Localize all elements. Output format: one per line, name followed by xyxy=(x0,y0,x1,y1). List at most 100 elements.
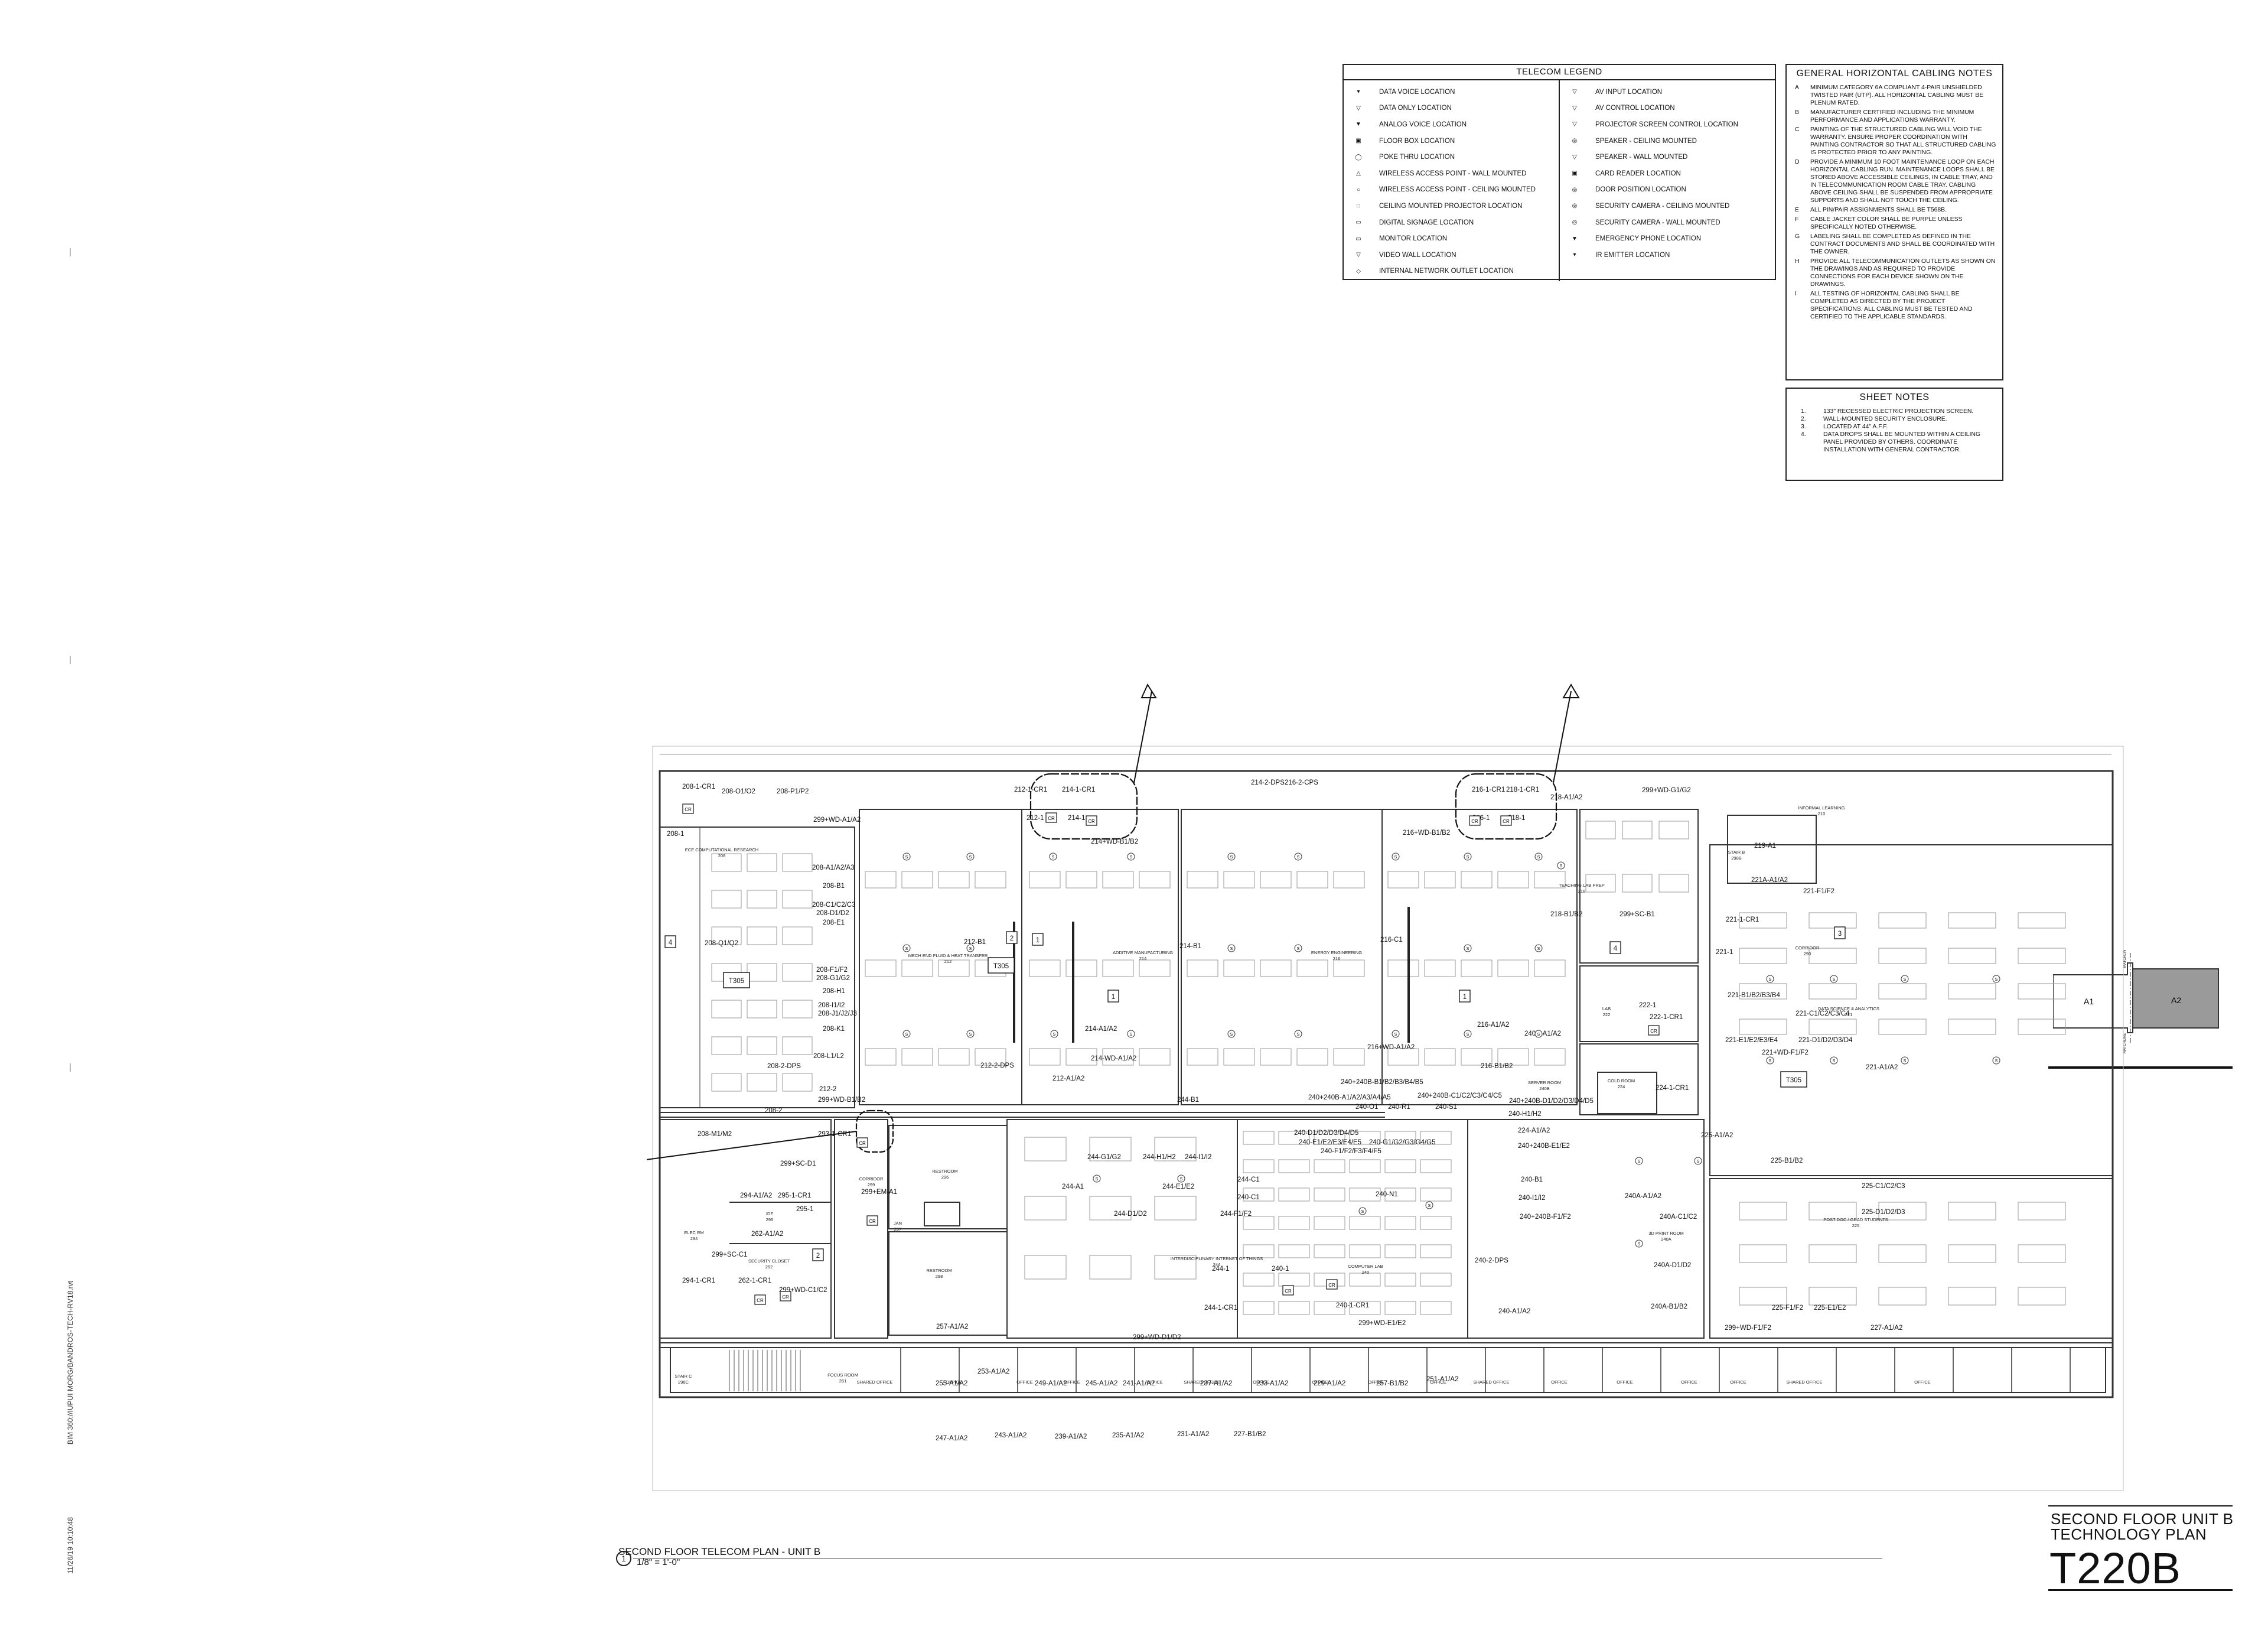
room-name: CORRIDOR xyxy=(859,1176,884,1182)
speaker-symbol-letter: S xyxy=(1697,1160,1700,1164)
title-block-rule xyxy=(2048,1505,2233,1506)
furniture xyxy=(711,821,2066,1315)
speaker-ceiling-icon xyxy=(1464,944,1472,952)
sheet-number: T220B xyxy=(2049,1544,2182,1593)
outlet-tag: 212-A1/A2 xyxy=(1052,1075,1084,1082)
plan-walls xyxy=(652,746,2124,1491)
room-name: COLD ROOM xyxy=(1608,1078,1635,1083)
note-key: E xyxy=(1795,207,1799,213)
sheet-note-marker xyxy=(1834,926,1846,939)
outlet-tag: 216-2-CPS xyxy=(1285,779,1318,786)
speaker-symbol-letter: S xyxy=(1467,1033,1469,1037)
outlet-tag: 240A-B1/B2 xyxy=(1651,1303,1687,1310)
legend-label: SPEAKER - WALL MOUNTED xyxy=(1595,154,1688,161)
speaker-ceiling-icon xyxy=(1294,944,1302,952)
room-name: IDF xyxy=(766,1211,774,1216)
note-text: CABLE JACKET COLOR SHALL BE PURPLE UNLES… xyxy=(1810,216,1963,230)
outlet-tag: 212-1-CR1 xyxy=(1014,786,1047,793)
floor-box-icon: ▣ xyxy=(1355,138,1361,145)
speaker-ceiling-icon xyxy=(966,852,975,861)
note-text: LOCATED AT 44" A.F.F. xyxy=(1823,424,1888,430)
outlet-tag: 219-A1 xyxy=(1754,842,1776,850)
room-number: 208 xyxy=(718,853,726,858)
outlet-tag: 214-WD-A1/A2 xyxy=(1091,1055,1136,1062)
outlet-tag: 240-G1/G2/G3/G4/G5 xyxy=(1369,1139,1436,1146)
outlet-tag: 240-O1 xyxy=(1355,1104,1378,1111)
room-number: 261 xyxy=(839,1378,847,1384)
security-camera-wall-icon: ◎ xyxy=(1572,219,1578,226)
outlet-tag: 257-A1/A2 xyxy=(936,1323,968,1330)
room-number: 297 xyxy=(894,1226,902,1232)
outlet-tag: 240+240B-A1/A2/A3/A4/A5 xyxy=(1308,1094,1391,1101)
outlet-tag: 218-B1/B2 xyxy=(1550,911,1582,918)
room-name: SERVER ROOM xyxy=(1528,1080,1561,1085)
speaker-ceiling-icon xyxy=(1635,1157,1643,1165)
outlet-tag: 240-D1/D2/D3/D4/D5 xyxy=(1294,1130,1358,1137)
outlet-tag: 221-1-CR1 xyxy=(1726,916,1759,923)
sheet-note-marker xyxy=(1609,941,1621,954)
legend-label: CARD READER LOCATION xyxy=(1595,170,1681,177)
outlet-tag: 294-1-CR1 xyxy=(682,1277,715,1284)
outlet-tag: 208-2 xyxy=(765,1107,782,1114)
outlet-tag: 216+WD-B1/B2 xyxy=(1403,829,1450,837)
outlet-tag: 240+240B-B1/B2/B3/B4/B5 xyxy=(1341,1079,1423,1086)
sheet-note-number: 1 xyxy=(1463,994,1467,1001)
speaker-ceiling-icon xyxy=(1294,852,1302,861)
sheet-note-marker xyxy=(1032,933,1044,946)
speaker-symbol-letter: S xyxy=(1394,1033,1397,1037)
wap-wall-icon: △ xyxy=(1356,170,1361,177)
outlet-tag: 214-1-CR1 xyxy=(1062,786,1095,793)
legend-label: SECURITY CAMERA - WALL MOUNTED xyxy=(1595,219,1720,226)
room-name: TEACHING LAB PREP xyxy=(1559,883,1605,888)
room-number: 298C xyxy=(678,1379,689,1385)
outlet-tag: 240-H1/H2 xyxy=(1508,1111,1542,1118)
outlet-tag: 208-M1/M2 xyxy=(698,1131,732,1138)
outlet-tag: 225-F1/F2 xyxy=(1772,1304,1803,1312)
room-name: COMPUTER LAB xyxy=(1348,1264,1383,1269)
sheet-note-number: 4 xyxy=(669,939,673,946)
speaker-ceiling-icon xyxy=(902,1030,911,1038)
speaker-symbol-letter: S xyxy=(905,947,908,951)
outlet-tag: 208-K1 xyxy=(823,1026,845,1033)
outlet-tag: 221A-A1/A2 xyxy=(1751,877,1788,884)
outlet-tag: 216+WD-A1/A2 xyxy=(1367,1044,1415,1051)
outlet-tag: 233-A1/A2 xyxy=(1256,1380,1288,1387)
room-number: 216 xyxy=(1333,956,1341,961)
legend-row: ◎ SECURITY CAMERA - WALL MOUNTED xyxy=(1567,214,1770,231)
note-item: 1.133" RECESSED ELECTRIC PROJECTION SCRE… xyxy=(1801,408,1996,415)
drawing-title: SECOND FLOOR TELECOM PLAN - UNIT B xyxy=(618,1546,821,1557)
outlet-tag: 299+SC-B1 xyxy=(1619,911,1655,918)
card-reader-letter: CR xyxy=(1471,819,1478,824)
speaker-symbol-letter: S xyxy=(1833,978,1836,982)
speaker-symbol-letter: S xyxy=(1769,978,1772,982)
outlet-tag: 208-L1/L2 xyxy=(813,1053,844,1060)
speaker-ceiling-icon xyxy=(1392,1030,1400,1038)
outlet-tag: 212-B1 xyxy=(964,939,986,946)
speaker-symbol-letter: S xyxy=(1638,1160,1641,1164)
room-name: ELEC RM xyxy=(684,1230,703,1235)
speaker-symbol-letter: S xyxy=(905,855,908,860)
outlet-tag: 208-B1 xyxy=(823,883,845,890)
card-reader-letter: CR xyxy=(859,1141,866,1146)
legend-label: EMERGENCY PHONE LOCATION xyxy=(1595,235,1702,243)
outlet-tag: 225-C1/C2/C3 xyxy=(1862,1183,1905,1190)
card-reader-icon xyxy=(1648,1025,1660,1036)
outlet-tag: 240+240B-C1/C2/C3/C4/C5 xyxy=(1418,1092,1502,1099)
office-label: OFFICE xyxy=(1368,1379,1384,1385)
room-name: SECURITY CLOSET xyxy=(748,1258,790,1264)
room-number: 294 xyxy=(690,1236,698,1241)
speaker-symbol-letter: S xyxy=(1904,1059,1907,1063)
legend-label: DIGITAL SIGNAGE LOCATION xyxy=(1379,219,1474,226)
speaker-symbol-letter: S xyxy=(905,1033,908,1037)
speaker-ceiling-icon xyxy=(1358,1207,1367,1215)
note-text: LABELING SHALL BE COMPLETED AS DEFINED I… xyxy=(1810,233,1995,255)
legend-label: IR EMITTER LOCATION xyxy=(1595,251,1670,259)
outlet-tag: 295-1-CR1 xyxy=(778,1192,811,1199)
legend-label: VIDEO WALL LOCATION xyxy=(1379,251,1456,259)
speaker-ceiling-icon xyxy=(1901,1056,1909,1065)
outlet-tag: 244-F1/F2 xyxy=(1220,1211,1252,1218)
legend-label: CEILING MOUNTED PROJECTOR LOCATION xyxy=(1379,202,1523,210)
speaker-ceiling-icon xyxy=(1294,1030,1302,1038)
